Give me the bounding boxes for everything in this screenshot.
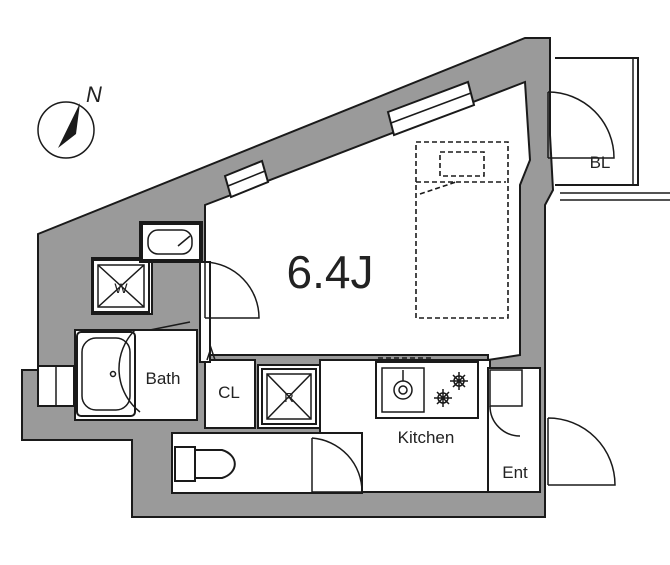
compass-north-label: N [86, 82, 102, 107]
toilet-door[interactable] [311, 437, 363, 493]
closet-hanger-icon [206, 345, 216, 361]
bath-label: Bath [146, 369, 181, 388]
window-2 [386, 80, 476, 137]
entrance-floor [487, 367, 541, 493]
washer-mark: W [114, 280, 128, 296]
shoe-cabinet-door[interactable] [489, 405, 521, 437]
kitchen-floor [319, 359, 491, 493]
toilet-floor [171, 432, 363, 494]
balcony-rail [555, 57, 639, 186]
toilet [174, 446, 236, 482]
bath-door[interactable] [118, 329, 141, 413]
washer-pan [92, 259, 150, 313]
kitchen-label: Kitchen [398, 428, 455, 447]
stove-burner-2-icon [434, 389, 452, 407]
fridge-mark: R [284, 390, 293, 405]
vanity-sink [141, 223, 201, 261]
window-bath [37, 365, 75, 407]
main-room-label: 6.4J [287, 246, 374, 298]
bed-outline [415, 141, 509, 319]
balcony-door[interactable] [547, 91, 615, 159]
bathtub [76, 331, 136, 417]
entrance-door[interactable] [547, 417, 616, 486]
compass: N [37, 82, 102, 159]
stove-burner-1-icon [450, 372, 468, 390]
fridge-box [261, 368, 317, 425]
window-1 [223, 159, 270, 199]
bath-door-leaf [149, 321, 191, 331]
north-arrow-icon [58, 103, 80, 148]
balcony-label: BL [590, 153, 611, 172]
kitchen-counter [375, 357, 479, 419]
closet-floor [204, 359, 256, 429]
entrance-label: Ent [502, 463, 528, 482]
shoe-cabinet [489, 369, 523, 407]
closet-label: CL [218, 383, 240, 402]
main-room-door[interactable] [204, 261, 260, 319]
